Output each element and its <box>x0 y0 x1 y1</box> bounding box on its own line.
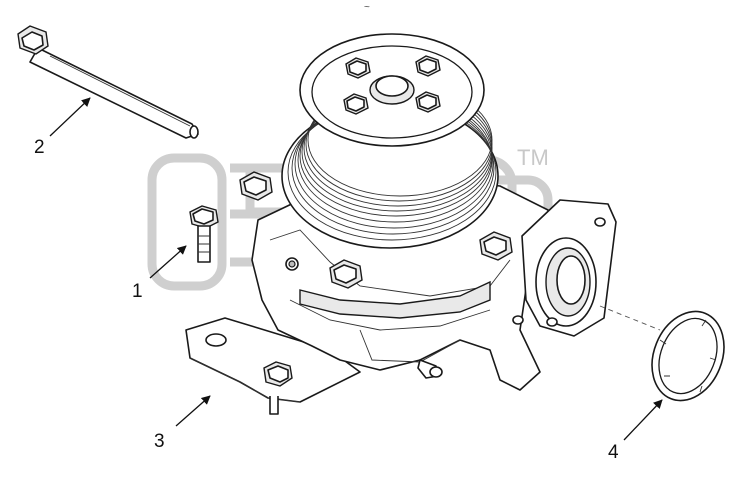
housing-bolt-right <box>479 231 513 261</box>
leader-arrow-1 <box>149 245 187 279</box>
alignment-line <box>599 305 661 331</box>
gasket-ring <box>651 310 725 402</box>
leader-arrow-3 <box>175 395 211 427</box>
water-pump-assembly <box>185 33 617 415</box>
leader-arrow-2 <box>49 97 91 137</box>
callout-2: 2 <box>34 137 45 158</box>
top-mark: ~ <box>364 2 370 13</box>
long-bolt <box>17 25 199 139</box>
callout-3: 3 <box>154 431 165 452</box>
callout-4: 4 <box>608 442 619 463</box>
pump-pulley <box>281 33 499 249</box>
trademark-mark: TM <box>517 145 549 170</box>
leader-arrow-4 <box>623 399 663 441</box>
callout-1: 1 <box>132 281 143 302</box>
short-bolt <box>189 205 219 263</box>
housing-bolt-left <box>239 171 273 201</box>
housing-bolt-center <box>329 259 363 289</box>
